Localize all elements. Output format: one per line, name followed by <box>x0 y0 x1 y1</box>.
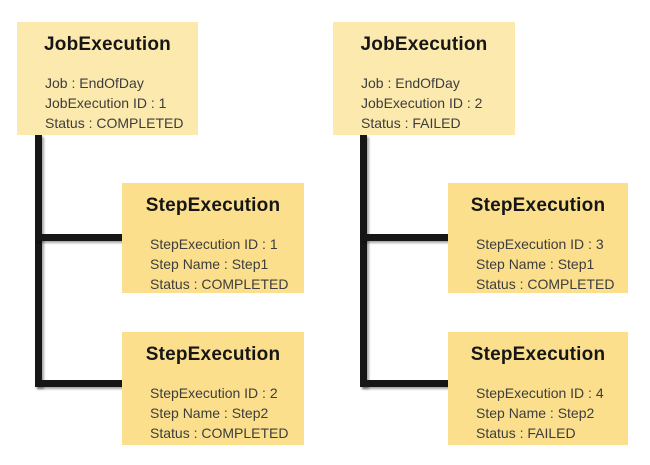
connector-left-branch-step2-line <box>35 380 122 387</box>
step-execution-1-title: StepExecution <box>145 195 281 216</box>
step-execution-4-title: StepExecution <box>470 344 606 365</box>
step-execution-1-body: StepExecution ID : 1 Step Name : Step1 S… <box>122 234 304 294</box>
step-execution-2-box: StepExecution StepExecution ID : 2 Step … <box>122 332 304 445</box>
job-field: Job : EndOfDay <box>361 75 460 91</box>
connector-right-branch-step3-line <box>360 234 448 241</box>
job-execution-1-box: JobExecution Job : EndOfDay JobExecution… <box>17 22 198 135</box>
step-execution-3-box: StepExecution StepExecution ID : 3 Step … <box>448 183 628 293</box>
step-execution-id-field: StepExecution ID : 3 <box>476 236 604 252</box>
status-field: Status : COMPLETED <box>150 425 289 441</box>
step-execution-4-body: StepExecution ID : 4 Step Name : Step2 S… <box>448 383 628 443</box>
status-field: Status : COMPLETED <box>476 276 615 292</box>
step-name-field: Step Name : Step2 <box>150 405 269 421</box>
step-execution-2-body: StepExecution ID : 2 Step Name : Step2 S… <box>122 383 304 443</box>
connector-left-branch-step1-line <box>35 234 122 241</box>
job-execution-id-field: JobExecution ID : 1 <box>45 95 167 111</box>
job-execution-id-field: JobExecution ID : 2 <box>361 95 483 111</box>
connector-right-branch-step4-line <box>360 380 448 387</box>
status-field: Status : FAILED <box>476 425 576 441</box>
job-execution-1-body: Job : EndOfDay JobExecution ID : 1 Statu… <box>17 73 198 133</box>
job-execution-2-box: JobExecution Job : EndOfDay JobExecution… <box>333 22 515 135</box>
job-execution-1-title: JobExecution <box>44 34 171 55</box>
step-execution-id-field: StepExecution ID : 4 <box>476 385 604 401</box>
job-execution-2-title: JobExecution <box>360 34 488 55</box>
step-name-field: Step Name : Step2 <box>476 405 595 421</box>
step-execution-3-title: StepExecution <box>470 195 606 216</box>
step-execution-2-title: StepExecution <box>145 344 281 365</box>
step-execution-3-body: StepExecution ID : 3 Step Name : Step1 S… <box>448 234 628 294</box>
step-name-field: Step Name : Step1 <box>150 256 269 272</box>
job-field: Job : EndOfDay <box>45 75 144 91</box>
status-field: Status : COMPLETED <box>45 115 184 131</box>
step-execution-id-field: StepExecution ID : 2 <box>150 385 278 401</box>
status-field: Status : FAILED <box>361 115 461 131</box>
status-field: Status : COMPLETED <box>150 276 289 292</box>
step-execution-id-field: StepExecution ID : 1 <box>150 236 278 252</box>
step-execution-1-box: StepExecution StepExecution ID : 1 Step … <box>122 183 304 293</box>
job-execution-2-body: Job : EndOfDay JobExecution ID : 2 Statu… <box>333 73 515 133</box>
step-name-field: Step Name : Step1 <box>476 256 595 272</box>
connector-left-vertical-line <box>35 135 42 387</box>
step-execution-4-box: StepExecution StepExecution ID : 4 Step … <box>448 332 628 445</box>
connector-right-vertical-line <box>360 135 367 387</box>
